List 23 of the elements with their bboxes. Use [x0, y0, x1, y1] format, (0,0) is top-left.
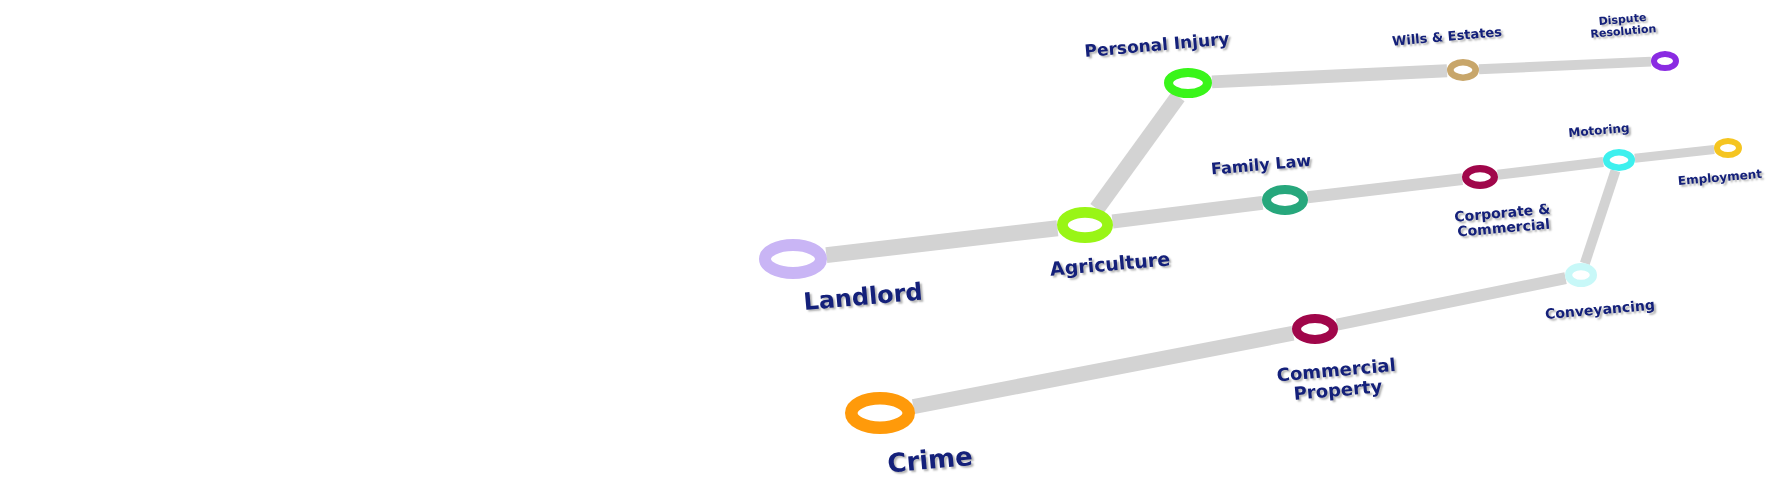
station-label: Landlord [801, 277, 925, 317]
track-line [1580, 169, 1621, 265]
station-label: Employment [1676, 167, 1764, 189]
station-label: Wills & Estates [1390, 23, 1504, 51]
station-label: Family Law [1209, 150, 1313, 180]
station-label: Commercial Property [1274, 353, 1398, 406]
track-line [1090, 91, 1185, 214]
station-label: Conveyancing [1543, 296, 1657, 324]
track-line [825, 220, 1059, 264]
station-label: Personal Injury [1082, 27, 1232, 63]
track-line [1634, 145, 1715, 163]
station-label: Motoring [1566, 120, 1632, 142]
station-label: Agriculture [1048, 246, 1172, 282]
track-line [1335, 272, 1567, 331]
station-label: Dispute Resolution [1589, 10, 1658, 42]
station-label: Crime [885, 440, 975, 480]
track-line [1497, 156, 1604, 180]
station-label: Corporate & Commercial [1452, 199, 1552, 242]
track-line [1111, 195, 1264, 229]
track-line [1211, 64, 1448, 89]
track-line [1478, 56, 1652, 75]
track-line [1306, 173, 1463, 204]
track-line [911, 325, 1295, 414]
